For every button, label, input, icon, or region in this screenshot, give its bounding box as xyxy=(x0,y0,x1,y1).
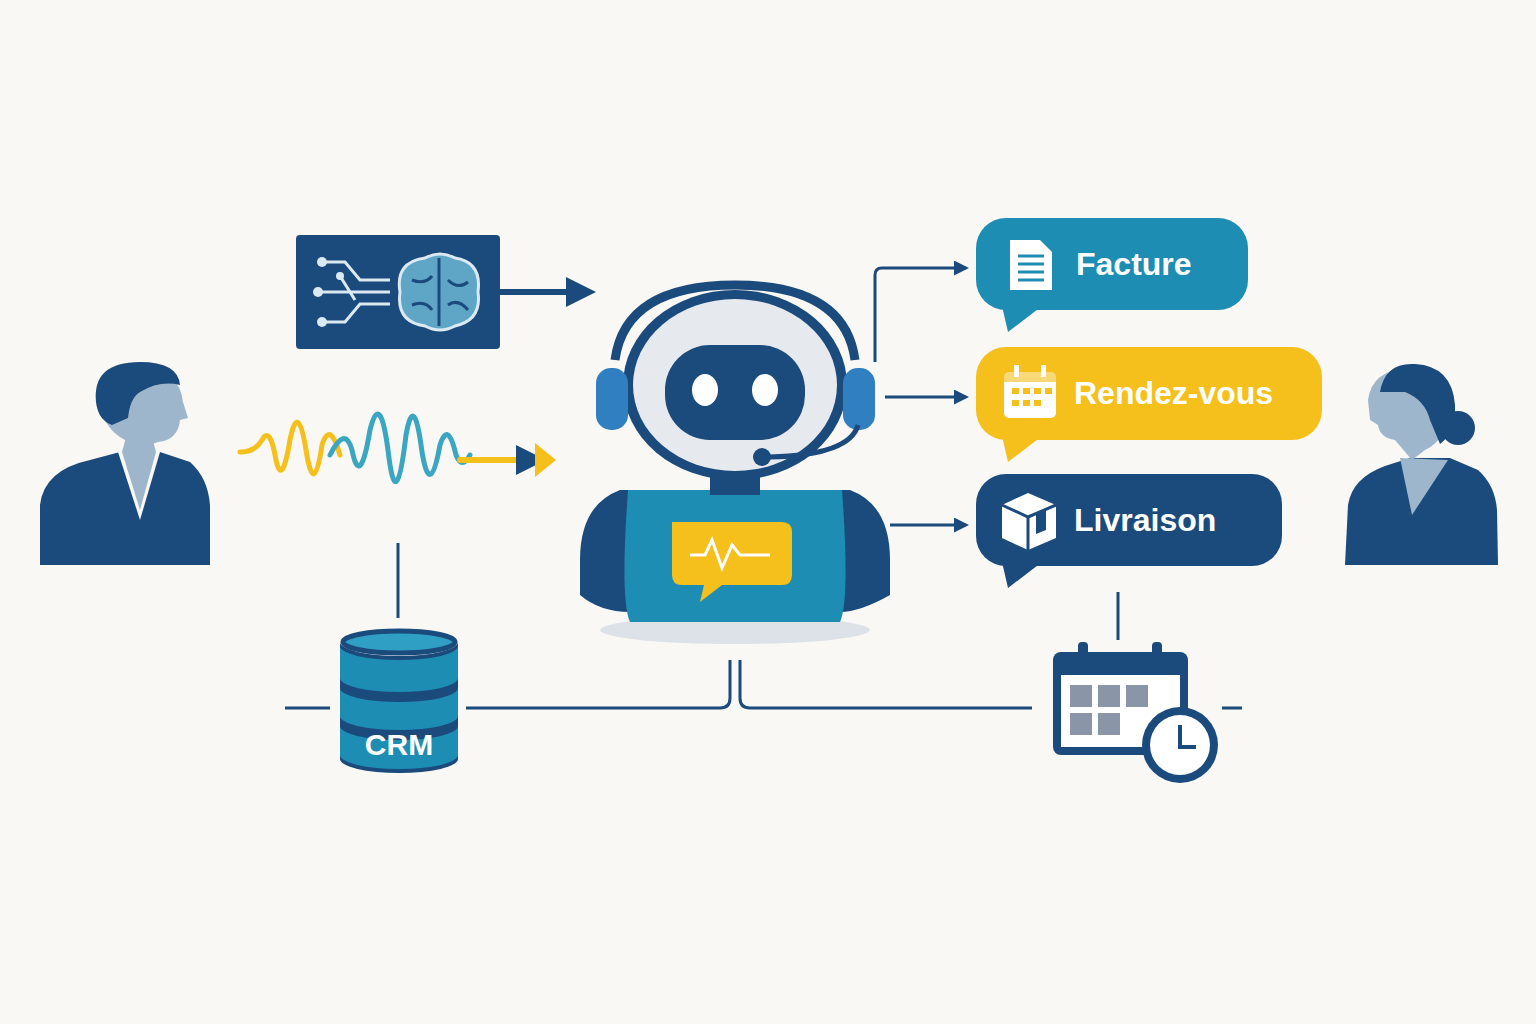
bubble-node: Rendez-vous xyxy=(976,347,1322,440)
node-label: Livraison xyxy=(1074,502,1216,539)
node-label: Facture xyxy=(1076,246,1192,283)
cylinder-part xyxy=(340,642,458,773)
bubble-node: Facture xyxy=(976,218,1248,310)
cylinder-top xyxy=(343,631,455,653)
robot-agent xyxy=(580,285,890,644)
voice-waveform xyxy=(240,414,556,482)
bubble-node: Livraison xyxy=(976,474,1282,566)
bubble-tail xyxy=(1002,306,1062,346)
cylinder-part xyxy=(340,688,458,730)
caller-figure xyxy=(40,362,210,565)
ai-brain-box xyxy=(296,235,590,349)
bubble-tail xyxy=(1002,436,1062,476)
cylinder-part xyxy=(340,726,458,769)
node-label: Rendez-vous xyxy=(1074,375,1273,412)
routing-arrows xyxy=(875,268,966,525)
bubble-tail-shape xyxy=(1002,562,1042,588)
bubble-tail xyxy=(1002,562,1062,602)
node-label: CRM xyxy=(365,728,433,762)
bubble-tail-shape xyxy=(1002,436,1042,462)
database-node: CRM xyxy=(340,628,458,773)
calendar-clock-icon xyxy=(1053,642,1218,783)
agent-figure xyxy=(1345,364,1498,565)
bubble-tail-shape xyxy=(1002,306,1042,332)
